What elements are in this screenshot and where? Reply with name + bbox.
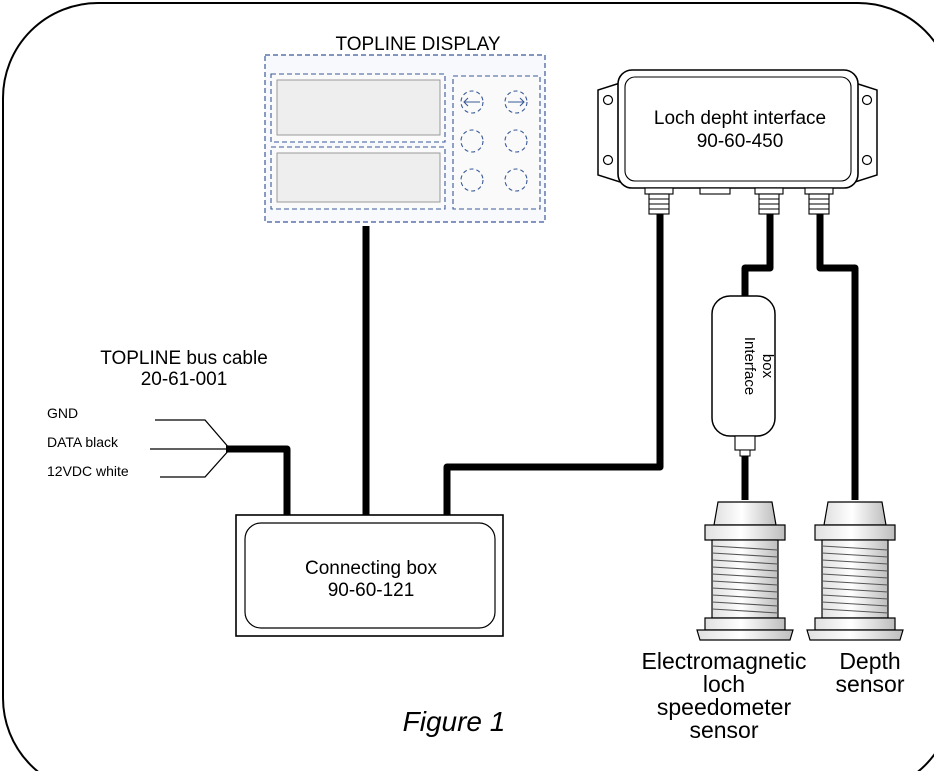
connecting-box: Connecting box 90-60-121 bbox=[235, 514, 504, 637]
depth-sensor-label: Depth sensor bbox=[835, 648, 904, 697]
depth-sensor-transducer bbox=[806, 501, 904, 641]
key-icon bbox=[504, 129, 528, 153]
interface-title: Loch depht interface bbox=[654, 108, 826, 129]
interface-cable bbox=[443, 214, 664, 515]
key-icon bbox=[504, 168, 528, 192]
bus-cable-label: TOPLINE bus cable 20-61-001 bbox=[100, 348, 268, 390]
loch-depth-interface: Loch depht interface 90-60-450 bbox=[597, 69, 878, 215]
speed-sensor-label-line1: Electromagnetic bbox=[642, 648, 807, 674]
cable-gland bbox=[804, 187, 834, 215]
depth-sensor-label-line2: sensor bbox=[835, 671, 904, 697]
arrow-left-icon bbox=[463, 97, 480, 107]
key-icon bbox=[460, 129, 484, 153]
key-icon bbox=[504, 90, 528, 114]
key-icon bbox=[460, 168, 484, 192]
key-icon bbox=[460, 90, 484, 114]
bus-cable-part-number: 20-61-001 bbox=[141, 369, 228, 390]
bus-cable bbox=[226, 445, 291, 515]
depth-sensor-cable bbox=[816, 214, 859, 500]
wire-breakout: GND DATA black 12VDC white bbox=[47, 405, 231, 479]
wire-power-label: 12VDC white bbox=[47, 463, 129, 479]
speed-sensor-transducer bbox=[696, 501, 794, 641]
speed-sensor-label-line3: speedometer bbox=[657, 694, 792, 720]
speed-sensor-label-line4: sensor bbox=[689, 717, 758, 743]
speed-sensor-label: Electromagnetic loch speedometer sensor bbox=[642, 648, 807, 743]
figure-caption: Figure 1 bbox=[403, 706, 506, 737]
arrow-right-icon bbox=[508, 97, 525, 107]
interface-box: Interface box bbox=[711, 295, 776, 457]
bus-cable-title: TOPLINE bus cable bbox=[100, 348, 268, 369]
speed-sensor-label-line2: loch bbox=[703, 671, 745, 697]
wire-data-label: DATA black bbox=[47, 434, 119, 450]
depth-sensor-label-line1: Depth bbox=[839, 648, 900, 674]
cable-gland bbox=[644, 187, 674, 215]
topline-display: TOPLINE DISPLAY bbox=[264, 34, 546, 223]
interface-box-label-line2: box bbox=[759, 354, 776, 379]
interface-part-number: 90-60-450 bbox=[697, 131, 784, 152]
speed-sensor-upper-cable bbox=[741, 214, 774, 296]
connecting-box-title: Connecting box bbox=[305, 558, 438, 579]
display-title: TOPLINE DISPLAY bbox=[335, 34, 500, 55]
connecting-box-part-number: 90-60-121 bbox=[328, 580, 415, 601]
cable-gland bbox=[754, 187, 784, 215]
wire-gnd-label: GND bbox=[47, 405, 78, 421]
cables bbox=[226, 214, 859, 515]
interface-box-label-line1: Interface bbox=[741, 337, 758, 395]
